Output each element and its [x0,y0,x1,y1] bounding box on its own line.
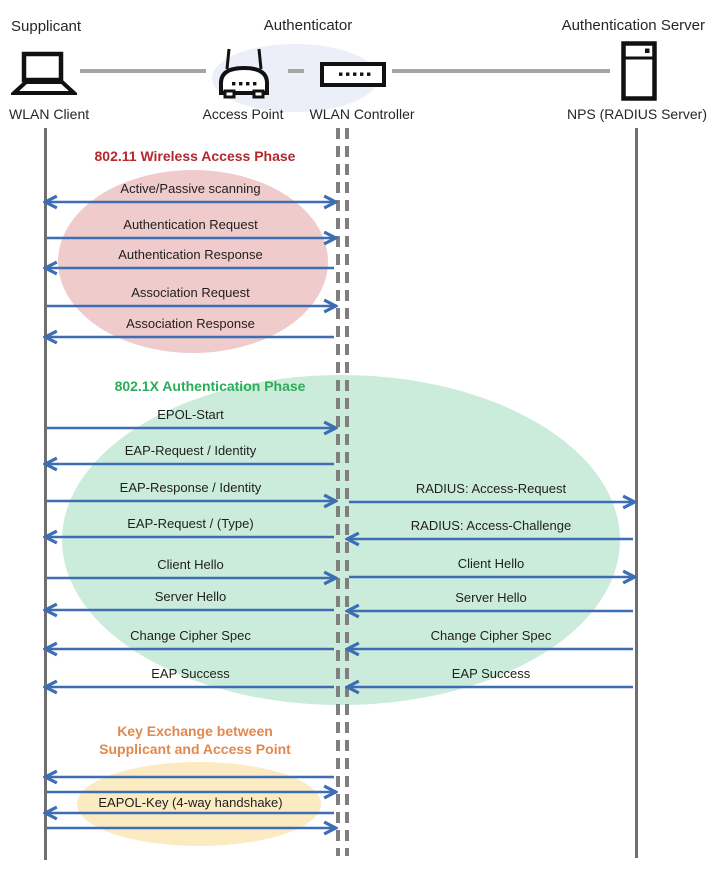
phase-title-key-exchange-line2: Supplicant and Access Point [99,741,291,757]
lifeline-authenticator-dashed-2 [345,128,349,856]
phase-title-key-exchange-line1: Key Exchange between [117,723,273,739]
server-icon [621,41,657,101]
connector-line-left [80,69,206,73]
device-label-nps-radius-server: NPS (RADIUS Server) [566,106,707,122]
access-point-icon [219,48,269,99]
message-label: EAP-Request / Identity [124,443,257,458]
message-label: EAP-Response / Identity [119,480,262,495]
message-label: Change Cipher Spec [430,628,552,643]
lifeline-supplicant [44,128,47,860]
message-label: EAP-Request / (Type) [127,516,254,531]
device-label-wlan-controller: WLAN Controller [309,106,415,122]
message-label: Authentication Response [118,247,263,262]
message-label: EAP Success [151,666,230,681]
message-label: Association Response [126,316,255,331]
role-authenticator: Authenticator [263,17,353,34]
message-label: Client Hello [457,556,525,571]
connector-line-right [392,69,610,73]
laptop-icon [11,51,77,95]
phase-ellipse-8021x [62,375,620,705]
message-label: EAP Success [451,666,531,681]
message-label: Server Hello [154,589,227,604]
message-label: RADIUS: Access-Request [415,481,567,496]
role-authentication-server: Authentication Server [561,17,705,34]
phase-title-80211: 802.11 Wireless Access Phase [94,148,296,164]
message-label: Change Cipher Spec [130,628,251,643]
message-label: Active/Passive scanning [120,181,261,196]
message-label: Authentication Request [123,217,258,232]
phase-title-key-exchange: Key Exchange between Supplicant and Acce… [45,722,345,758]
message-label: RADIUS: Access-Challenge [410,518,572,533]
device-label-wlan-client: WLAN Client [9,106,90,122]
lifeline-authenticator-dashed-1 [336,128,340,856]
phase-title-8021x: 802.1X Authentication Phase [114,378,306,394]
message-label: Client Hello [157,557,224,572]
wlan-controller-icon [320,62,386,87]
message-label: Server Hello [455,590,527,605]
message-label: EPOL-Start [157,407,224,422]
message-label: EAPOL-Key (4-way handshake) [98,795,283,810]
connector-line-middle [288,69,304,73]
message-label: Association Request [131,285,250,300]
device-label-access-point: Access Point [202,106,284,122]
role-supplicant: Supplicant [11,18,82,35]
lifeline-auth-server [635,128,638,858]
